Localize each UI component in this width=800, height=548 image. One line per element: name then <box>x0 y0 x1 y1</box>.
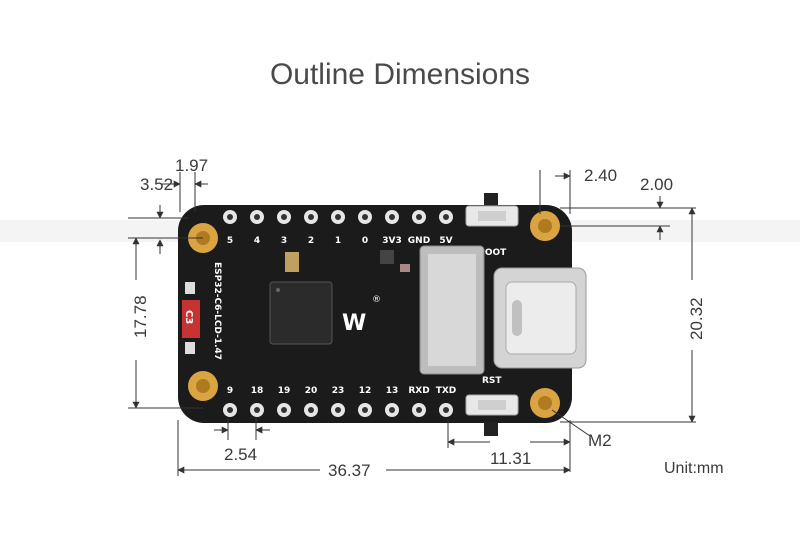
c3-label: C3 <box>183 310 194 324</box>
top-pin-labels: 5 4 3 2 1 0 3V3 GND 5V <box>227 236 453 246</box>
svg-text:®: ® <box>372 295 381 305</box>
dim-17-78: 17.78 <box>131 295 150 338</box>
unit-label: Unit:mm <box>664 460 724 477</box>
dim-2-40: 2.40 <box>584 166 617 185</box>
bottom-pin-label: 9 <box>227 386 233 396</box>
top-pin-label: 5V <box>439 236 452 246</box>
top-pin-label: 3 <box>281 236 287 246</box>
top-pin-label: 2 <box>308 236 314 246</box>
top-pin-label: 0 <box>362 236 368 246</box>
m2-label: M2 <box>588 431 612 450</box>
bottom-pin-label: TXD <box>436 386 457 396</box>
top-pin-label: 4 <box>254 236 260 246</box>
top-pin-label: 5 <box>227 236 233 246</box>
bottom-pin-label: 12 <box>359 386 372 396</box>
dim-1-97: 1.97 <box>175 156 208 175</box>
esp32-module <box>269 281 333 345</box>
bottom-pin-label: RXD <box>408 386 429 396</box>
dim-2-00: 2.00 <box>640 175 673 194</box>
model-label: ESP32-C6-LCD-1.47 <box>212 262 222 360</box>
bottom-pin-label: 20 <box>305 386 318 396</box>
dim-36-37: 36.37 <box>328 461 371 480</box>
top-pin-label: GND <box>408 236 430 246</box>
bottom-pin-label: 13 <box>386 386 399 396</box>
dim-2-54: 2.54 <box>224 445 257 464</box>
rst-button-cap <box>484 422 498 436</box>
boot-label: BOOT <box>478 248 507 258</box>
top-header-pads <box>223 210 453 224</box>
page-title: Outline Dimensions <box>269 58 531 91</box>
mounting-hole-bottom-left <box>188 371 218 401</box>
bottom-header-pads <box>223 403 453 417</box>
bottom-pin-labels: 9 18 19 20 23 12 13 RXD TXD <box>227 386 456 396</box>
bottom-pin-label: 19 <box>278 386 291 396</box>
mounting-hole-top-right <box>530 211 560 241</box>
mounting-hole-bottom-right <box>530 388 560 418</box>
dim-20-32: 20.32 <box>687 297 706 340</box>
top-pin-label: 1 <box>335 236 341 246</box>
bottom-pin-label: 23 <box>332 386 345 396</box>
c3-badge <box>182 300 200 338</box>
dim-3-52: 3.52 <box>140 175 173 194</box>
rst-label: RST <box>482 376 502 386</box>
waveshare-logo: W <box>342 311 366 336</box>
small-component <box>285 252 299 272</box>
boot-button-cap <box>484 193 498 207</box>
dim-11-31: 11.31 <box>490 449 531 468</box>
bottom-pin-label: 18 <box>251 386 264 396</box>
top-pin-label: 3V3 <box>382 236 402 246</box>
